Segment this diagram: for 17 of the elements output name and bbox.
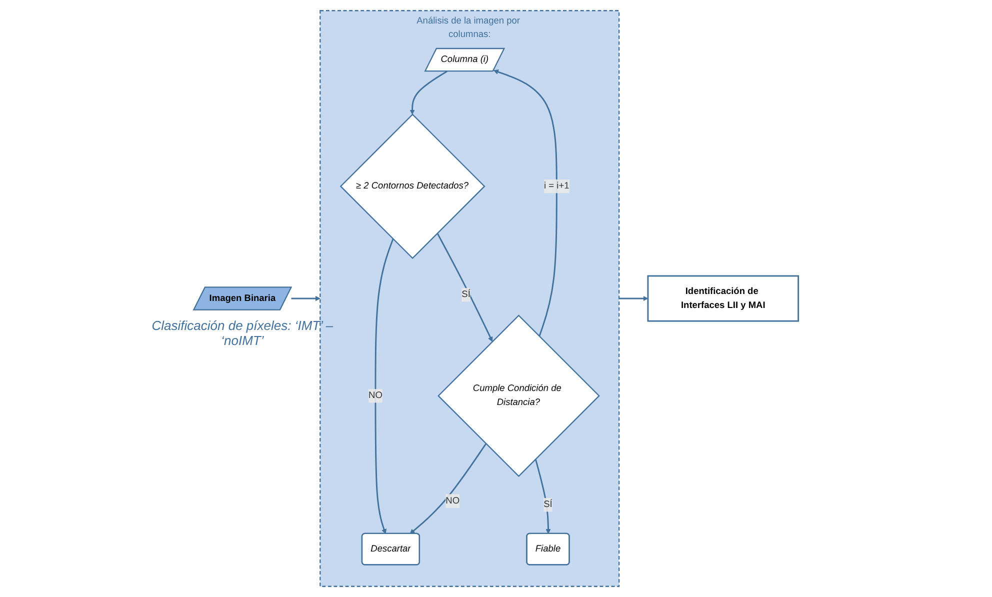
node-box: Identificación de Interfaces LII y MAI	[647, 275, 800, 322]
arrow	[436, 232, 493, 342]
edge-label: SÍ	[462, 290, 470, 300]
arrow	[534, 458, 551, 534]
node-caption: Clasificación de píxeles: ‘IMT’ – ‘noIMT’	[150, 318, 334, 348]
edge-label: SÍ	[544, 500, 552, 510]
edge-label: i = i+1	[544, 181, 570, 191]
arrow	[410, 70, 448, 115]
arrow	[619, 296, 648, 302]
arrow	[291, 296, 320, 302]
node-diamond: ≥ 2 Contornos Detectados?	[340, 114, 486, 260]
node-diamond: Cumple Condición de Distancia?	[438, 314, 600, 478]
edge-label: NO	[446, 496, 460, 506]
arrow	[410, 443, 487, 534]
arrow	[374, 238, 394, 534]
edge-label: NO	[368, 390, 382, 400]
arrow	[493, 70, 558, 337]
